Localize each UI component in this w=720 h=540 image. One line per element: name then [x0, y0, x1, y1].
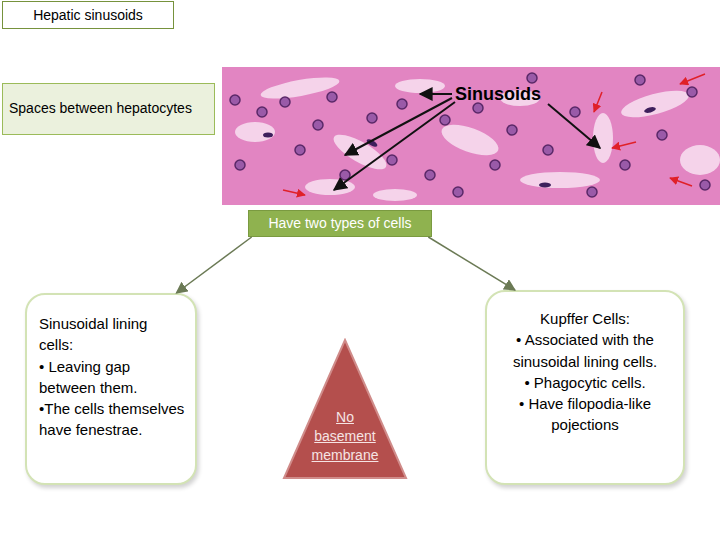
nucleus — [657, 130, 667, 140]
nucleus — [490, 160, 500, 170]
nucleus — [543, 145, 553, 155]
tissue-background — [222, 67, 720, 205]
nucleus — [539, 183, 551, 188]
red-arrow — [612, 142, 636, 148]
image-label: Sinusoids — [455, 84, 541, 105]
box-text: • Leaving gap between them. — [39, 356, 185, 399]
nucleus — [397, 99, 407, 109]
pointer-arrow — [420, 93, 452, 95]
red-arrow — [283, 190, 305, 195]
red-arrow — [680, 74, 705, 84]
category-box: Have two types of cells — [248, 210, 432, 237]
hepatocyte-nuclei — [230, 73, 710, 197]
diagram-title: Hepatic sinusoids — [33, 7, 143, 23]
pointer-arrow — [548, 104, 600, 148]
nucleus — [280, 97, 290, 107]
nucleus — [263, 133, 273, 138]
histology-micrograph — [222, 67, 720, 205]
sinusoid-space — [235, 122, 275, 142]
box-text: • Phagocytic cells. — [499, 372, 671, 393]
nucleus — [230, 95, 240, 105]
nucleus — [687, 87, 697, 97]
nucleus — [367, 113, 377, 123]
nucleus — [507, 125, 517, 135]
sinusoid-space — [395, 79, 445, 93]
sinusoid-space — [593, 113, 613, 163]
box-text: •The cells themselves have fenestrae. — [39, 398, 185, 441]
title-box: Hepatic sinusoids — [2, 1, 174, 29]
box-text: Have two types of cells — [268, 214, 411, 234]
box-text: • Associated with the sinusoidal lining … — [499, 329, 671, 372]
nucleus — [453, 187, 463, 197]
nucleus — [644, 106, 657, 114]
nucleus — [327, 92, 337, 102]
nucleus — [387, 155, 397, 165]
nucleus — [587, 187, 597, 197]
box-text: Spaces between hepatocytes — [9, 99, 192, 119]
nucleus — [313, 120, 323, 130]
connector-arrow — [176, 237, 251, 293]
box-text: • Have filopodia-like pojections — [499, 393, 671, 436]
nucleus — [295, 145, 305, 155]
pointer-arrow — [345, 98, 452, 155]
cell-type-box: Sinusoidal lining cells:• Leaving gap be… — [25, 293, 197, 485]
red-arrow — [594, 92, 602, 112]
red-arrow — [670, 178, 692, 186]
triangle-fill — [284, 340, 406, 478]
sinusoid-space — [373, 189, 417, 201]
nucleus — [570, 107, 580, 117]
sinusoid-space — [619, 85, 692, 122]
nucleus — [700, 180, 710, 190]
sinusoid-space — [680, 145, 720, 175]
box-text: No basement membrane — [304, 408, 386, 465]
sinusoid-space — [520, 172, 600, 188]
nucleus — [235, 160, 245, 170]
nucleus — [527, 73, 537, 83]
nucleus — [473, 103, 483, 113]
nucleus — [620, 160, 630, 170]
connector-arrow — [428, 237, 515, 290]
box-text: Kupffer Cells: — [499, 308, 671, 329]
triangle-shape: No basement membrane — [282, 338, 408, 480]
nucleus — [635, 75, 645, 85]
definition-box: Spaces between hepatocytes — [2, 83, 215, 135]
label-pointers — [334, 94, 600, 190]
nucleus — [440, 115, 450, 125]
sinusoid-space — [259, 73, 341, 103]
sinusoid-spaces — [235, 73, 720, 201]
cell-type-box: Kupffer Cells:• Associated with the sinu… — [485, 290, 685, 485]
pointer-arrow — [334, 102, 455, 190]
red-pointers — [283, 74, 705, 195]
box-text: Sinusoidal lining cells: — [39, 313, 185, 356]
nucleus — [425, 170, 435, 180]
nucleus — [257, 107, 267, 117]
